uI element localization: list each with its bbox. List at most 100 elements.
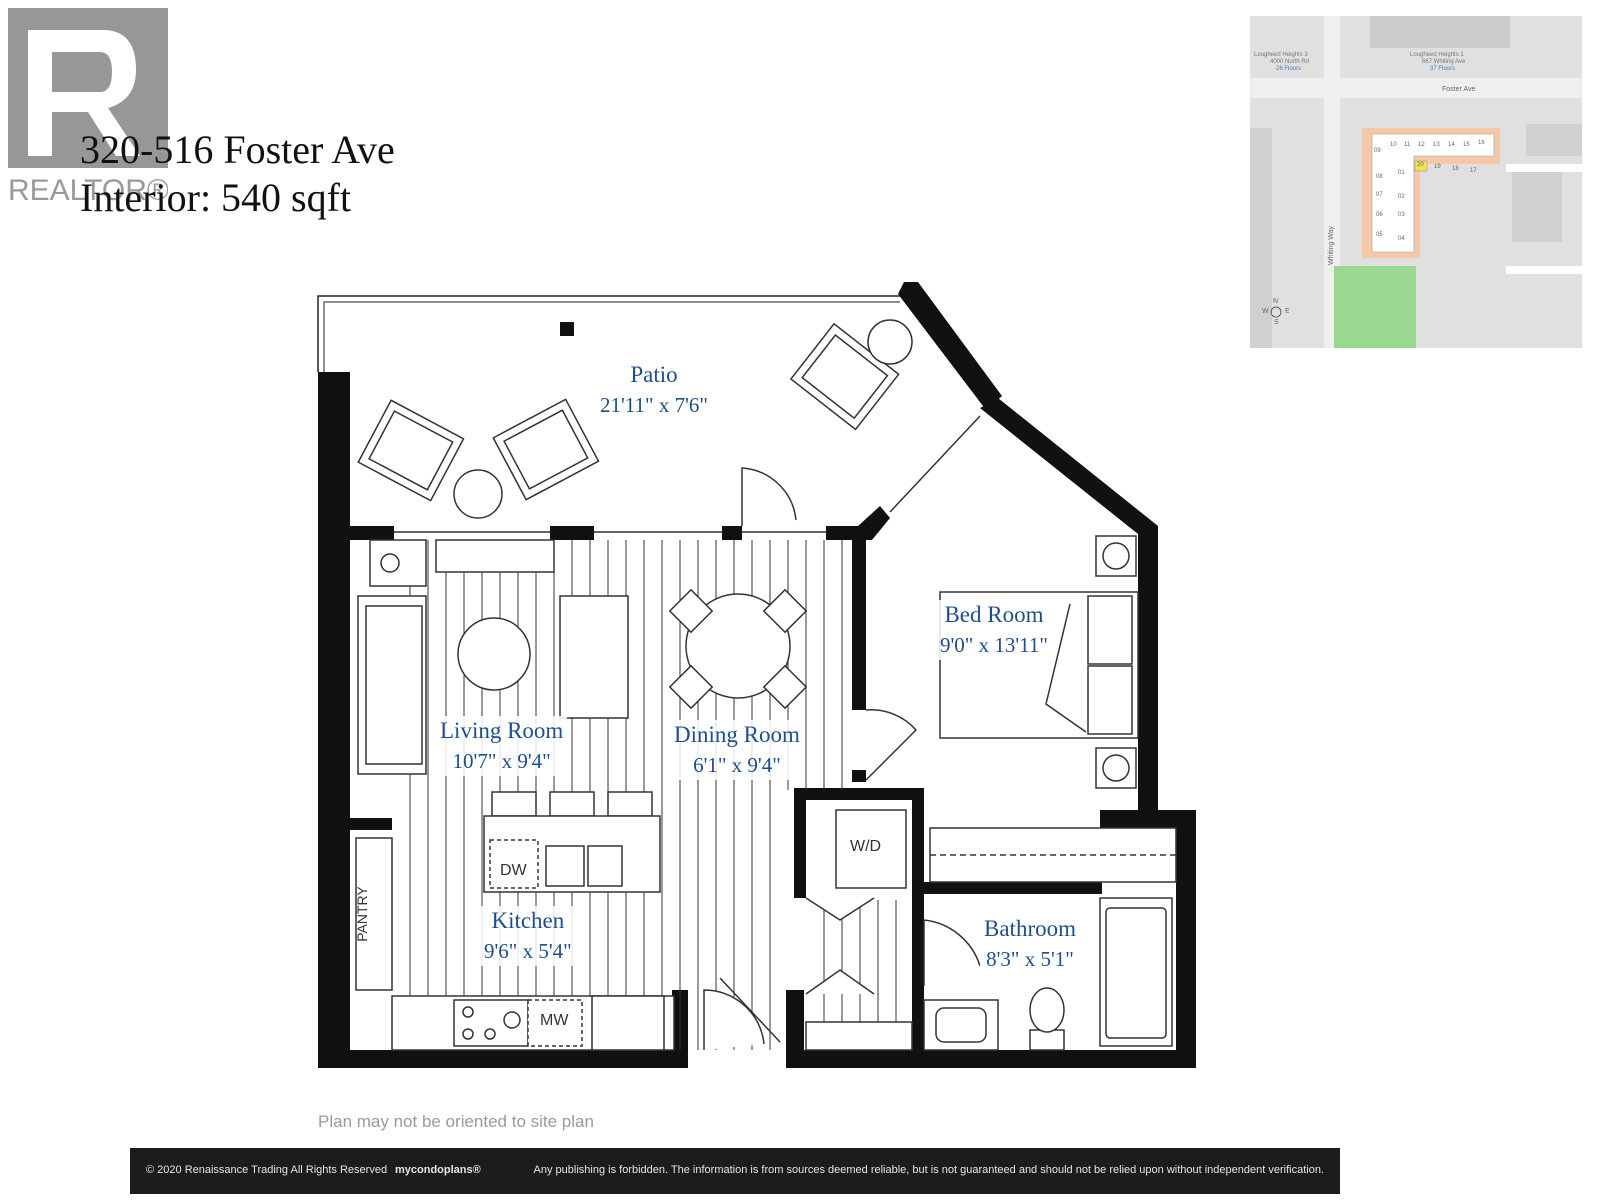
footer-brand: mycondoplans® [395, 1164, 481, 1176]
unit-number: 10 [1390, 142, 1397, 148]
patio-door [741, 467, 797, 526]
keymap-building-left: Lougheed Heights 3 [1254, 52, 1308, 58]
site-key-plan: Lougheed Heights 3 4000 North Rd 26 Floo… [1250, 16, 1582, 348]
block-lougheed-3 [1250, 16, 1324, 78]
unit-number: 11 [1404, 142, 1411, 148]
lamp-icon [1102, 542, 1130, 570]
unit-number: 09 [1374, 148, 1381, 154]
unit-number: 04 [1398, 236, 1405, 242]
unit-number: 05 [1376, 232, 1383, 238]
patio-table-2 [867, 319, 913, 365]
room-label-bathroom: Bathroom 8'3" x 5'1" [980, 914, 1080, 974]
room-label-dining: Dining Room 6'1" x 9'4" [670, 720, 804, 780]
room-label-bedroom: Bed Room 9'0" x 13'11" [936, 600, 1052, 660]
wall-wd-left [794, 788, 806, 898]
compass-s: S [1274, 319, 1279, 326]
room-dims: 9'6" x 5'4" [484, 939, 572, 963]
dining-chair [762, 664, 808, 710]
wall-bed-left-low [852, 770, 866, 782]
patio-railing-inner [323, 301, 900, 372]
footer-disclaimer: Any publishing is forbidden. The informa… [533, 1164, 1324, 1176]
room-name: Dining Room [674, 722, 800, 747]
patio-table-1 [453, 469, 503, 519]
burner [484, 1028, 496, 1040]
lane [1506, 266, 1582, 274]
footer-copyright: © 2020 Renaissance Trading All Rights Re… [146, 1164, 388, 1176]
burner [503, 1011, 521, 1029]
fireplace [435, 539, 555, 573]
wall-bath-top [912, 882, 1102, 894]
block-west-inner [1250, 128, 1272, 348]
wall-patio-diagonal [898, 282, 1002, 410]
wall-segment [826, 526, 872, 540]
tower-lougheed-1 [1370, 16, 1510, 48]
keymap-building-left-floors: 26 Floors [1276, 66, 1302, 72]
unit-number: 13 [1433, 142, 1440, 148]
unit-number: 17 [1470, 168, 1477, 174]
lamp-icon [1102, 754, 1130, 782]
keymap-building-right: Lougheed Heights 1 [1410, 52, 1464, 58]
toilet-bowl [1029, 987, 1065, 1033]
lane [1506, 164, 1582, 172]
room-dims: 10'7" x 9'4" [452, 749, 551, 773]
entry-door-leaf [719, 977, 781, 1043]
footer-bar: © 2020 Renaissance Trading All Rights Re… [130, 1148, 1340, 1194]
unit-number: 02 [1398, 194, 1405, 200]
bar-stool [491, 791, 537, 817]
logo-r-mark [28, 30, 140, 156]
vanity-sink [935, 1007, 987, 1043]
unit-number: 01 [1398, 170, 1405, 176]
room-name: Living Room [440, 718, 564, 743]
wall-bottom-right [786, 1050, 1196, 1068]
wall-wd-top [794, 788, 924, 800]
room-name: Kitchen [491, 908, 565, 933]
unit-number: 08 [1376, 174, 1383, 180]
room-name: Patio [630, 362, 678, 387]
wall-bath-right [1100, 810, 1196, 1068]
wall-segment [550, 526, 594, 540]
wall-wd-right [912, 788, 924, 888]
bed-blanket-fold [1045, 603, 1087, 733]
unit-number: 03 [1398, 212, 1405, 218]
address-text: 320-516 Foster Ave [80, 127, 395, 172]
entry-door [703, 989, 765, 1050]
fridge [591, 995, 665, 1051]
wall-bath-left [912, 882, 924, 1052]
bar-stool [607, 791, 653, 817]
dishwasher-label: DW [500, 862, 527, 879]
neighbour-building [1526, 124, 1582, 156]
room-dims: 9'0" x 13'11" [940, 633, 1048, 657]
wall-hall-end [786, 990, 804, 1052]
compass-n: N [1273, 298, 1279, 305]
microwave [527, 999, 583, 1047]
room-dims: 6'1" x 9'4" [693, 753, 781, 777]
unit-number: 06 [1376, 212, 1383, 218]
sink-basin [587, 845, 623, 887]
neighbour-building [1512, 172, 1562, 242]
unit-number: 15 [1463, 142, 1470, 148]
unit-number: 19 [1434, 164, 1441, 170]
unit-number: 12 [1418, 142, 1425, 148]
coffee-table [457, 617, 531, 691]
armchair [559, 595, 629, 719]
bathroom-door [923, 919, 981, 986]
patio-chair-3 [789, 322, 900, 431]
bar-stool [549, 791, 595, 817]
unit-number-highlight: 20 [1417, 162, 1424, 168]
patio-chair-1 [357, 399, 465, 502]
column-marker [560, 322, 574, 336]
wall-bedroom-diagonal [980, 398, 1158, 810]
washer-dryer-label: W/D [850, 838, 882, 855]
room-name: Bathroom [984, 916, 1076, 941]
washer-dryer [835, 809, 907, 889]
interior-text: Interior: 540 sqft [80, 175, 352, 220]
room-name: Bed Room [944, 602, 1044, 627]
pillow [1087, 595, 1133, 665]
unit-number: 18 [1452, 166, 1459, 172]
room-dims: 21'11" x 7'6" [600, 393, 708, 417]
bathtub-basin [1105, 907, 1167, 1039]
burner [462, 1028, 474, 1040]
exterior-walls [318, 282, 1196, 1068]
bedroom-door [865, 709, 918, 781]
